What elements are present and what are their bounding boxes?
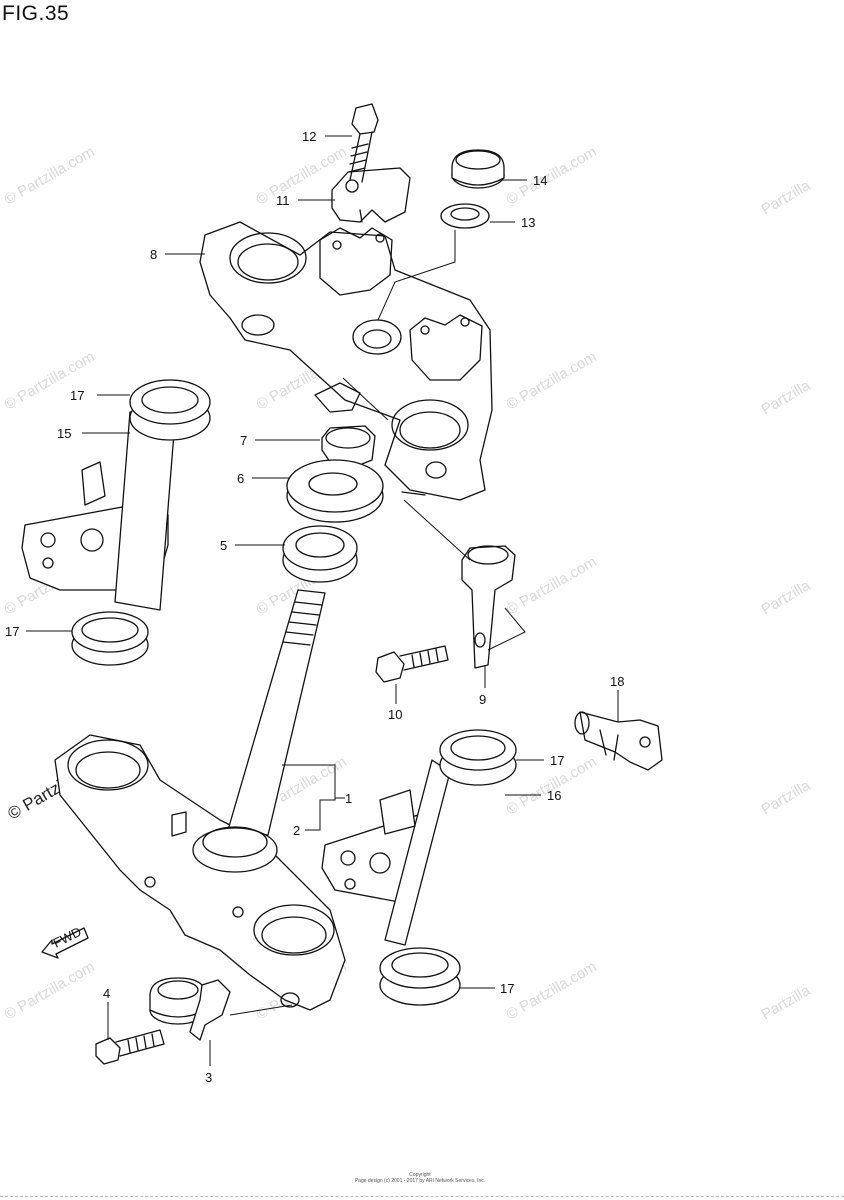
- footer-line-2: Page design (c) 2001 - 2017 by ARI Netwo…: [354, 1178, 486, 1184]
- part-17-grommet-right-top: [439, 729, 517, 786]
- watermark-text: © Partzilla.com: [504, 143, 600, 208]
- callout-labels: 12 11 14 13 8 17 15 7 6 5 17 18 9 10 17 …: [5, 129, 624, 1085]
- part-14-cap: [451, 149, 505, 189]
- callout-4: 4: [103, 986, 110, 1001]
- part-17-grommet-right-bottom: [379, 947, 461, 1006]
- part-13-washer: [440, 203, 490, 229]
- part-7-steering-nut: [321, 425, 376, 469]
- part-16-right-holder: [321, 759, 451, 946]
- callout-16: 16: [547, 788, 561, 803]
- callout-3: 3: [205, 1070, 212, 1085]
- leader-lines: [26, 135, 619, 1066]
- callout-12: 12: [302, 129, 316, 144]
- bottom-divider: [0, 1196, 844, 1197]
- part-1-lower-bracket: [54, 734, 346, 1011]
- callout-10: 10: [388, 707, 402, 722]
- watermark-text: © Partzilla.com: [504, 348, 600, 413]
- watermark-side-text: Partzilla: [759, 177, 814, 219]
- part-17-grommet-left-bottom: [71, 611, 149, 666]
- callout-18: 18: [610, 674, 624, 689]
- watermark-text: © Partzilla.com: [2, 143, 98, 208]
- part-5-bearing: [282, 525, 358, 583]
- callout-17d: 17: [500, 981, 514, 996]
- callout-7: 7: [240, 433, 247, 448]
- copyright-footer: Copyright Page design (c) 2001 - 2017 by…: [340, 1172, 500, 1184]
- watermark-side-text: Partzilla: [759, 577, 814, 619]
- part-2-steering-stem: [192, 589, 326, 873]
- watermark-text: © Partzilla.com: [504, 958, 600, 1023]
- part-6-dust-seal: [286, 459, 384, 523]
- callout-14: 14: [533, 173, 547, 188]
- callout-8: 8: [150, 247, 157, 262]
- figure-title: FIG.35: [2, 2, 70, 25]
- callout-17a: 17: [70, 388, 84, 403]
- part-18-steering-lock: [574, 711, 663, 771]
- callout-1: 1: [345, 791, 352, 806]
- fwd-arrow-icon: FWD: [41, 924, 89, 959]
- callout-15: 15: [57, 426, 71, 441]
- callout-2: 2: [293, 823, 300, 838]
- watermark-side-text: Partzilla: [759, 982, 814, 1024]
- part-4-bolt: [95, 1029, 165, 1065]
- part-12-bolt: [348, 103, 379, 183]
- part-3-cable-guide: [149, 977, 231, 1041]
- part-10-bolt: [375, 645, 449, 683]
- callout-5: 5: [220, 538, 227, 553]
- part-8-upper-bracket: [199, 221, 493, 501]
- part-15-left-holder: [21, 411, 176, 611]
- callout-6: 6: [237, 471, 244, 486]
- watermark-text: © Partzilla.com: [504, 553, 600, 618]
- watermark-side-text: Partzilla: [759, 377, 814, 419]
- watermark-text: © Partzilla.com: [2, 958, 98, 1023]
- callout-17c: 17: [550, 753, 564, 768]
- callout-17b: 17: [5, 624, 19, 639]
- callout-13: 13: [521, 215, 535, 230]
- part-17-grommet-left-top: [129, 379, 211, 441]
- part-9-holder: [461, 545, 516, 669]
- footer-line-1: Copyright: [409, 1172, 431, 1178]
- watermark-text: © Partzilla.com: [2, 348, 98, 413]
- part-11-handlebar-clamp: [331, 167, 411, 223]
- callout-9: 9: [479, 692, 486, 707]
- watermark-side-text: Partzilla: [759, 777, 814, 819]
- callout-11: 11: [276, 193, 290, 208]
